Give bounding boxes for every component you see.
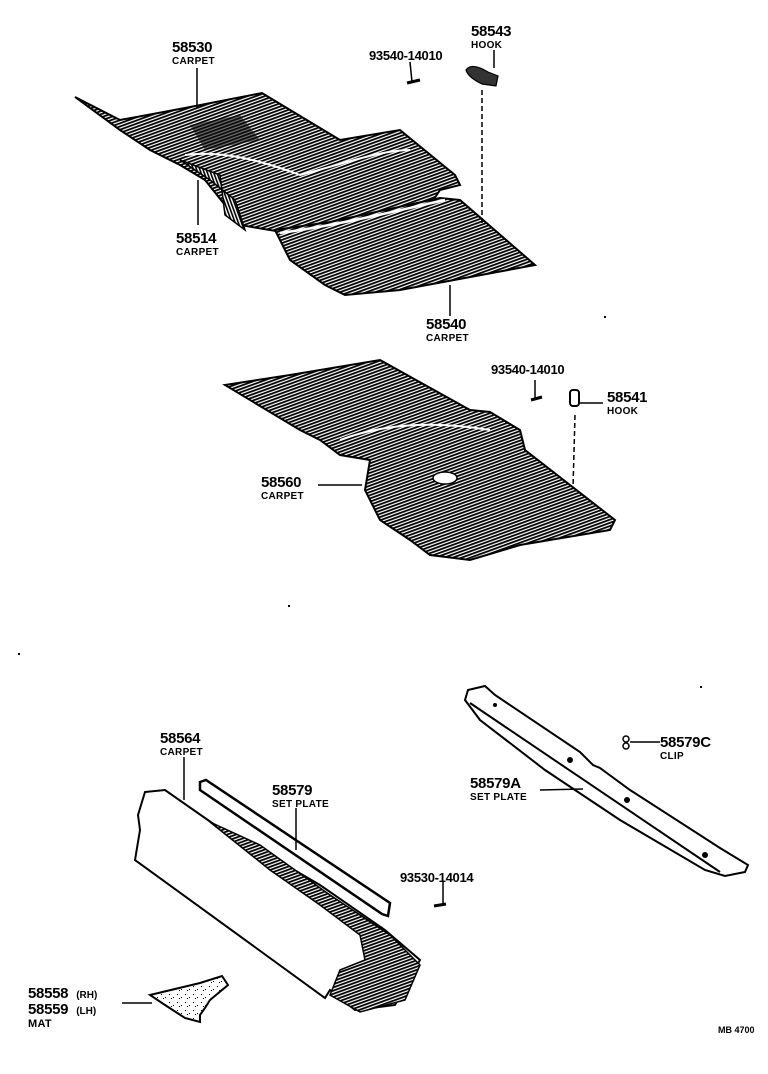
side-indicator: (LH) (76, 1006, 97, 1017)
part-label-58560: 58560 CARPET (261, 475, 304, 502)
part-name: SET PLATE (470, 792, 527, 803)
part-number: 58560 (261, 474, 302, 491)
set-plate-58579-shape (198, 778, 392, 918)
part-name: CARPET (176, 247, 219, 258)
screw-icon (433, 882, 447, 908)
part-number: 58564 (160, 730, 201, 747)
part-name: CARPET (160, 747, 203, 758)
part-name: CLIP (660, 751, 684, 762)
set-plate-58579A-shape (463, 684, 750, 878)
part-number: 58579A (470, 775, 521, 792)
part-number: 58530 (172, 39, 213, 56)
hook-icon (465, 50, 499, 225)
part-name: CARPET (426, 333, 469, 344)
part-label-93530-14014: 93530-14014 (400, 870, 474, 886)
part-number: 58540 (426, 316, 467, 333)
part-number: 58559 (28, 1001, 69, 1018)
mat-shape (122, 974, 230, 1024)
clip-icon (622, 735, 660, 750)
scan-dots (18, 316, 702, 688)
part-number: 58541 (607, 389, 648, 406)
screw-icon (406, 61, 421, 85)
part-label-58579C: 58579C CLIP (660, 735, 711, 762)
part-label-58579A: 58579A SET PLATE (470, 776, 527, 803)
part-name: CARPET (172, 56, 215, 67)
hook-icon (569, 389, 603, 489)
part-label-93540-14010-top: 93540-14010 (369, 48, 443, 64)
part-label-58564: 58564 CARPET (160, 731, 203, 758)
leader-58579A (539, 788, 584, 791)
part-name: HOOK (471, 40, 503, 51)
part-number: 58543 (471, 23, 512, 40)
part-number: 93540-14010 (369, 48, 443, 63)
part-number: 58579C (660, 734, 711, 751)
part-label-58541: 58541 HOOK (607, 389, 648, 417)
carpet-58530-shape (74, 91, 462, 237)
part-label-58543: 58543 HOOK (471, 23, 512, 51)
part-label-58540: 58540 CARPET (426, 317, 469, 344)
diagram-code-text: MB 4700 (718, 1025, 755, 1035)
part-name: CARPET (261, 491, 304, 502)
part-label-58514: 58514 CARPET (176, 231, 219, 258)
part-label-58558: 58558 (RH) (28, 986, 97, 1002)
part-number: 93540-14010 (491, 362, 565, 377)
carpet-58560-shape (222, 358, 617, 562)
part-number: 93530-14014 (400, 870, 474, 885)
part-label-93540-14010-mid: 93540-14010 (491, 362, 565, 378)
part-number: 58514 (176, 230, 217, 247)
part-label-58559: 58559 (LH) MAT (28, 1002, 96, 1030)
part-name: SET PLATE (272, 799, 329, 810)
part-label-58579: 58579 SET PLATE (272, 783, 329, 810)
part-number: 58579 (272, 782, 313, 799)
screw-icon (530, 380, 543, 402)
carpet-58564-shape (133, 788, 422, 1013)
part-name: MAT (28, 1018, 52, 1030)
diagram-code: MB 4700 (718, 1021, 755, 1037)
part-name: HOOK (607, 406, 639, 417)
part-label-58530: 58530 CARPET (172, 40, 215, 67)
side-indicator: (RH) (76, 990, 98, 1001)
carpet-58540-shape (273, 196, 538, 297)
part-number: 58558 (28, 985, 69, 1002)
carpet-58514-shape (179, 159, 247, 233)
